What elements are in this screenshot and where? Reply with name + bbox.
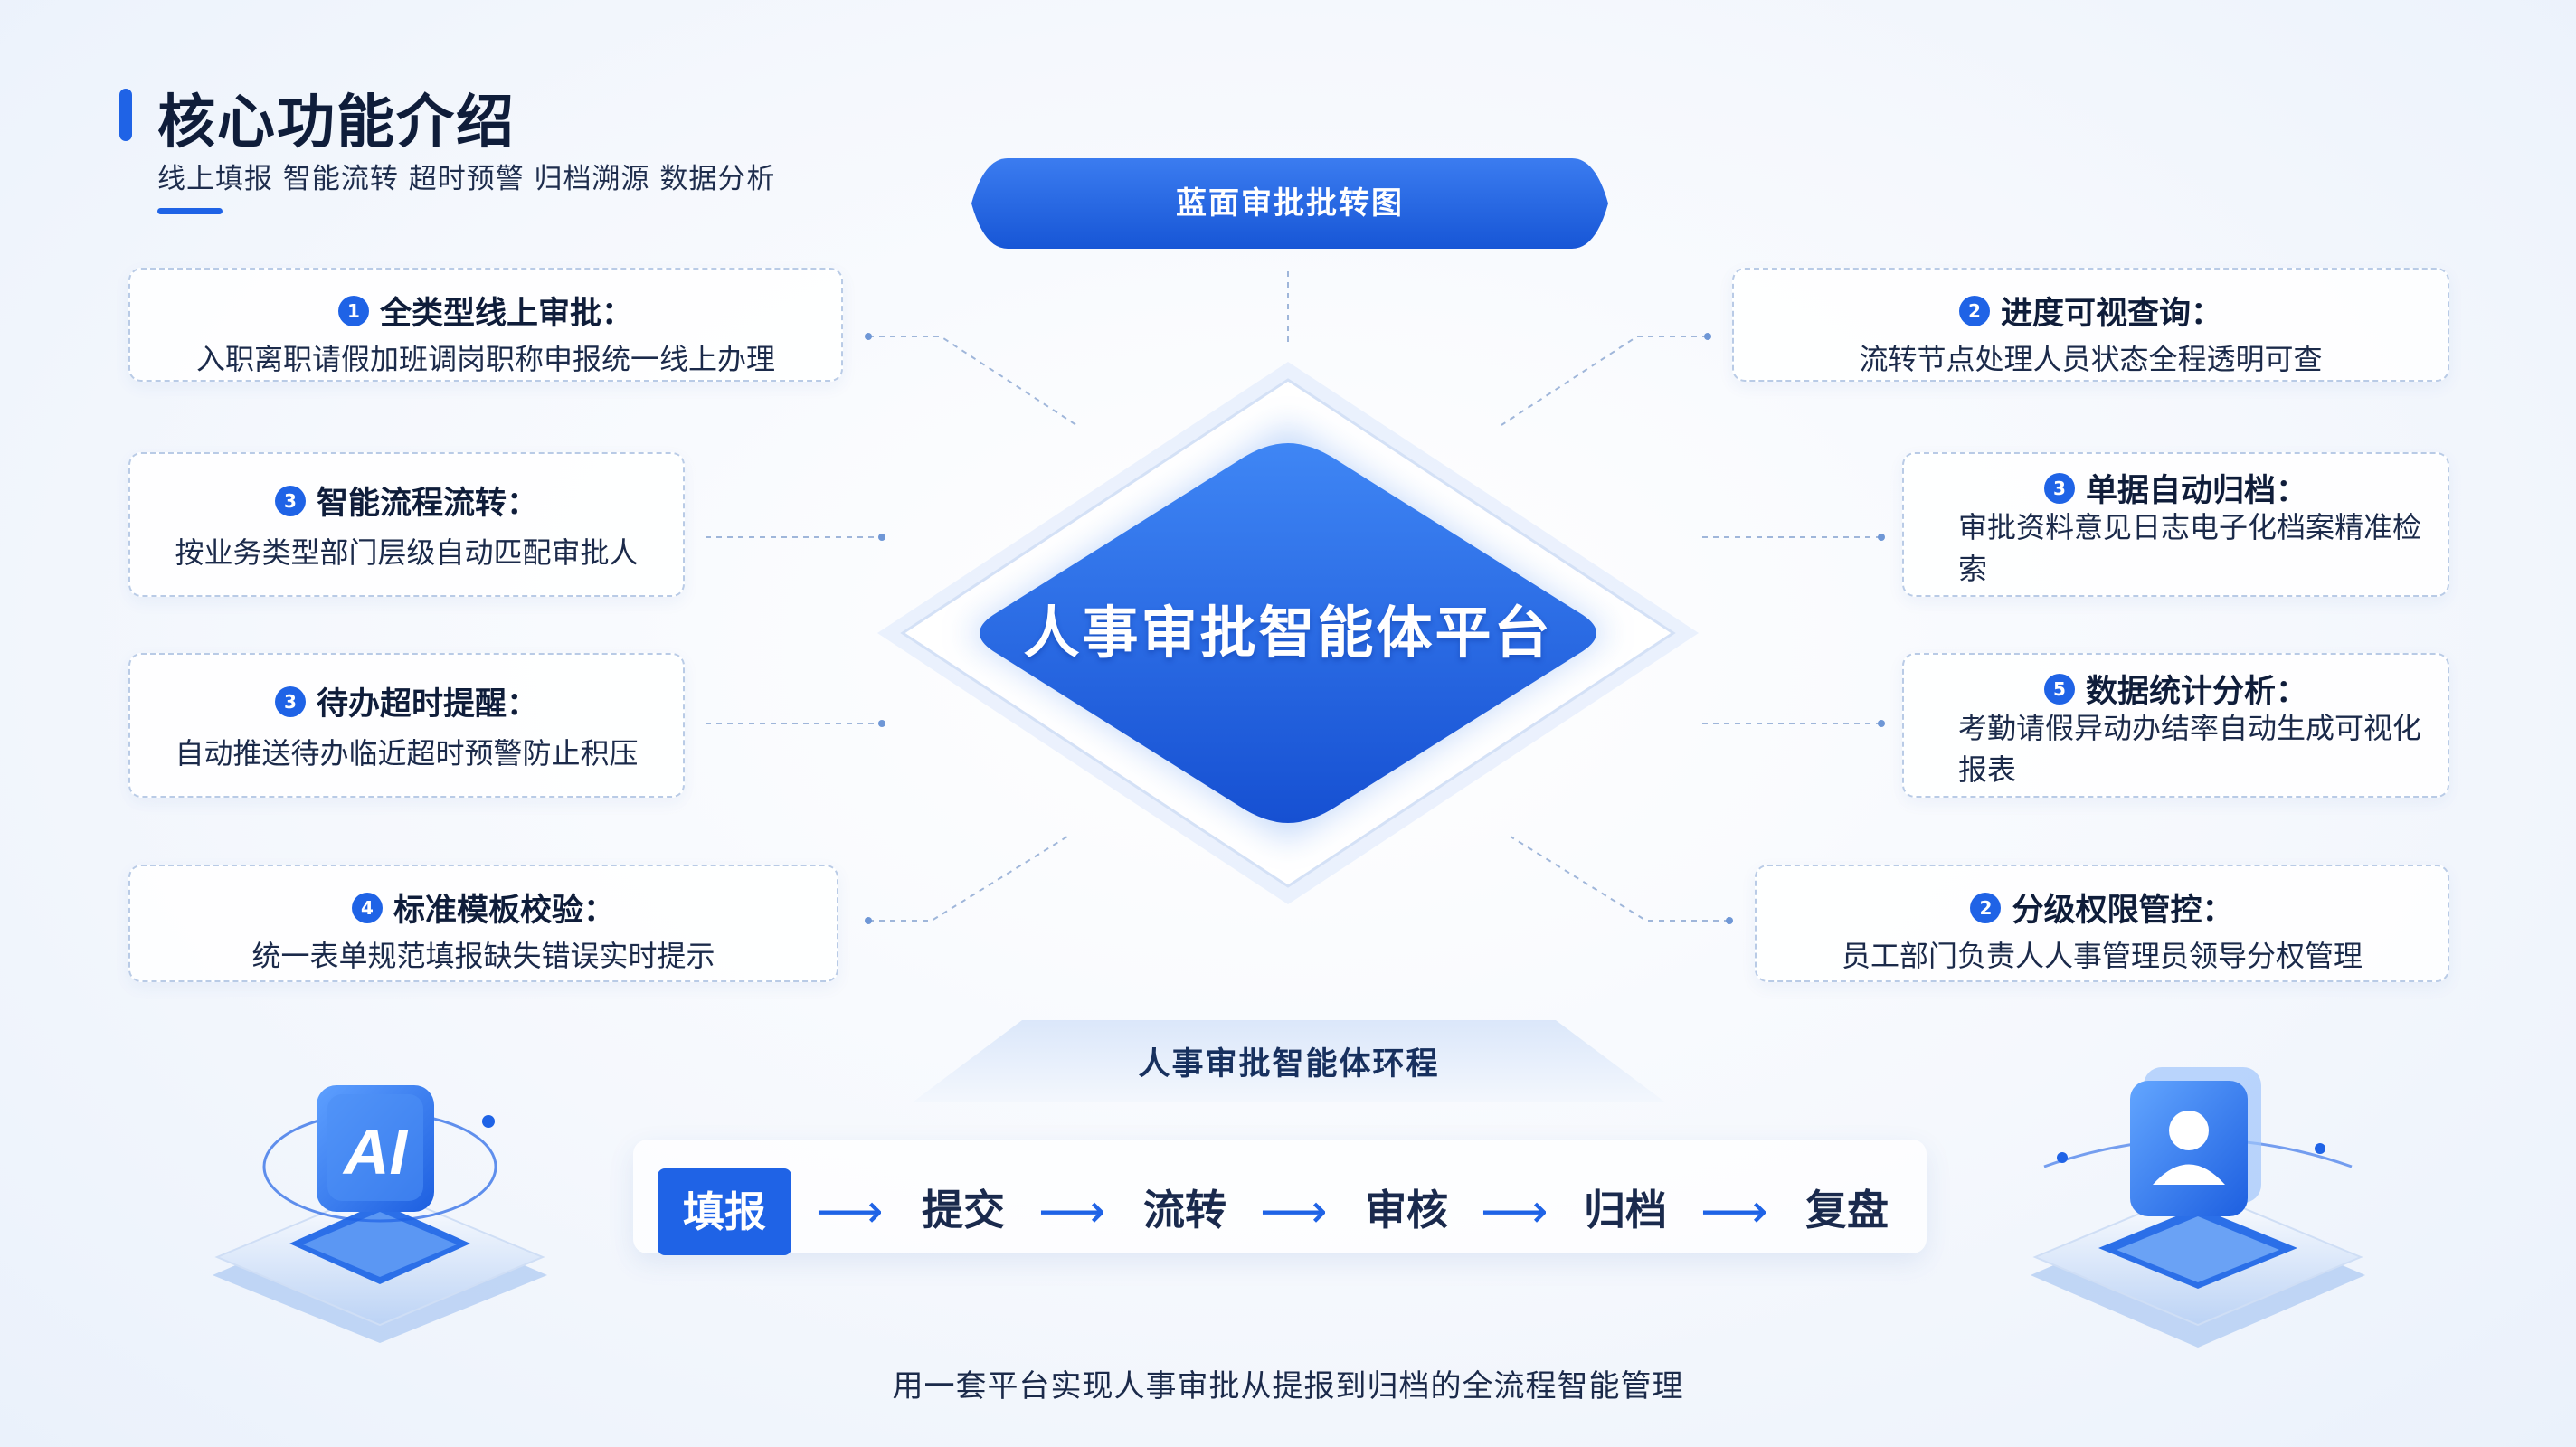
flow-step-fill: 填报: [658, 1168, 791, 1255]
feature-desc: 按业务类型部门层级自动匹配审批人: [175, 535, 639, 570]
number-badge: 3: [274, 686, 306, 717]
feature-title: 单据自动归档：: [2085, 473, 2307, 509]
ai-chip-icon: AI: [213, 1085, 547, 1343]
feature-card-online-approval: 1 全类型线上审批： 入职离职请假加班调岗职称申报统一线上办理: [128, 268, 843, 382]
feature-title: 全类型线上审批：: [379, 296, 633, 332]
feature-card-timeout-reminder: 3 待办超时提醒： 自动推送待办临近超时预警防止积压: [128, 653, 685, 798]
feature-desc: 员工部门负责人人事管理员领导分权管理: [1841, 939, 2363, 973]
ribbon-label: 蓝面审批批转图: [1176, 185, 1404, 222]
flow-label: 人事审批智能体环程: [1138, 1046, 1440, 1083]
central-platform: 人事审批智能体平台: [868, 353, 1708, 913]
page-title: 核心功能介绍: [157, 90, 516, 156]
feature-desc: 自动推送待办临近超时预警防止积压: [175, 736, 639, 771]
feature-card-auto-archive: 3 单据自动归档： 审批资料意见日志电子化档案精准检索: [1902, 452, 2449, 597]
flow-step-review-summary: 复盘: [1805, 1186, 1889, 1234]
number-badge: 3: [274, 485, 306, 516]
flow-arrow-icon: ⟶: [1038, 1185, 1106, 1239]
flow-step-submit: 提交: [922, 1186, 1005, 1234]
flow-step-review: 审核: [1365, 1186, 1448, 1234]
flow-step-archive: 归档: [1584, 1186, 1667, 1234]
footer-caption: 用一套平台实现人事审批从提报到归档的全流程智能管理: [892, 1368, 1684, 1404]
number-badge: 2: [1970, 892, 2002, 923]
feature-title: 数据统计分析：: [2085, 674, 2307, 710]
top-ribbon: 蓝面审批批转图: [971, 158, 1608, 249]
feature-card-data-analysis: 5 数据统计分析： 考勤请假异动办结率自动生成可视化报表: [1902, 653, 2449, 798]
svg-text:AI: AI: [342, 1117, 409, 1187]
platform-title: 人事审批智能体平台: [1023, 600, 1553, 666]
feature-desc: 入职离职请假加班调岗职称申报统一线上办理: [195, 342, 775, 376]
feature-title: 分级权限管控：: [2012, 893, 2234, 929]
feature-desc: 审批资料意见日志电子化档案精准检索: [1958, 510, 2422, 586]
feature-title: 标准模板校验：: [393, 893, 615, 929]
feature-desc: 统一表单规范填报缺失错误实时提示: [251, 939, 715, 973]
flow-bar: [633, 1140, 1927, 1253]
number-badge: 3: [2043, 472, 2075, 504]
diamond-shape: [877, 362, 1699, 904]
ribbon-shape: [971, 158, 1608, 249]
number-badge: 5: [2043, 673, 2075, 705]
feature-card-progress-query: 2 进度可视查询： 流转节点处理人员状态全程透明可查: [1732, 268, 2449, 382]
flow-step-transfer: 流转: [1143, 1186, 1226, 1234]
flow-arrow-icon: ⟶: [1481, 1185, 1548, 1239]
subtitle-underline: [157, 208, 223, 214]
flow-arrow-icon: ⟶: [816, 1185, 884, 1239]
user-profile-icon: [2031, 1067, 2365, 1348]
flow-arrow-icon: ⟶: [1260, 1185, 1328, 1239]
feature-title: 智能流程流转：: [316, 486, 538, 522]
feature-title: 进度可视查询：: [2000, 296, 2222, 332]
feature-card-template-validation: 4 标准模板校验： 统一表单规范填报缺失错误实时提示: [128, 865, 838, 982]
title-accent-bar: [119, 89, 132, 141]
feature-desc: 流转节点处理人员状态全程透明可查: [1859, 342, 2323, 376]
page-subtitle: 线上填报 智能流转 超时预警 归档溯源 数据分析: [157, 163, 776, 195]
number-badge: 4: [351, 892, 383, 923]
feature-desc: 考勤请假异动办结率自动生成可视化报表: [1958, 711, 2422, 787]
flow-arrow-icon: ⟶: [1700, 1185, 1768, 1239]
number-badge: 1: [337, 295, 369, 326]
feature-card-smart-flow: 3 智能流程流转： 按业务类型部门层级自动匹配审批人: [128, 452, 685, 597]
feature-title: 待办超时提醒：: [316, 686, 538, 723]
feature-card-permission-control: 2 分级权限管控： 员工部门负责人人事管理员领导分权管理: [1755, 865, 2449, 982]
number-badge: 2: [1958, 295, 1990, 326]
flow-label-backdrop: [914, 1020, 1664, 1102]
